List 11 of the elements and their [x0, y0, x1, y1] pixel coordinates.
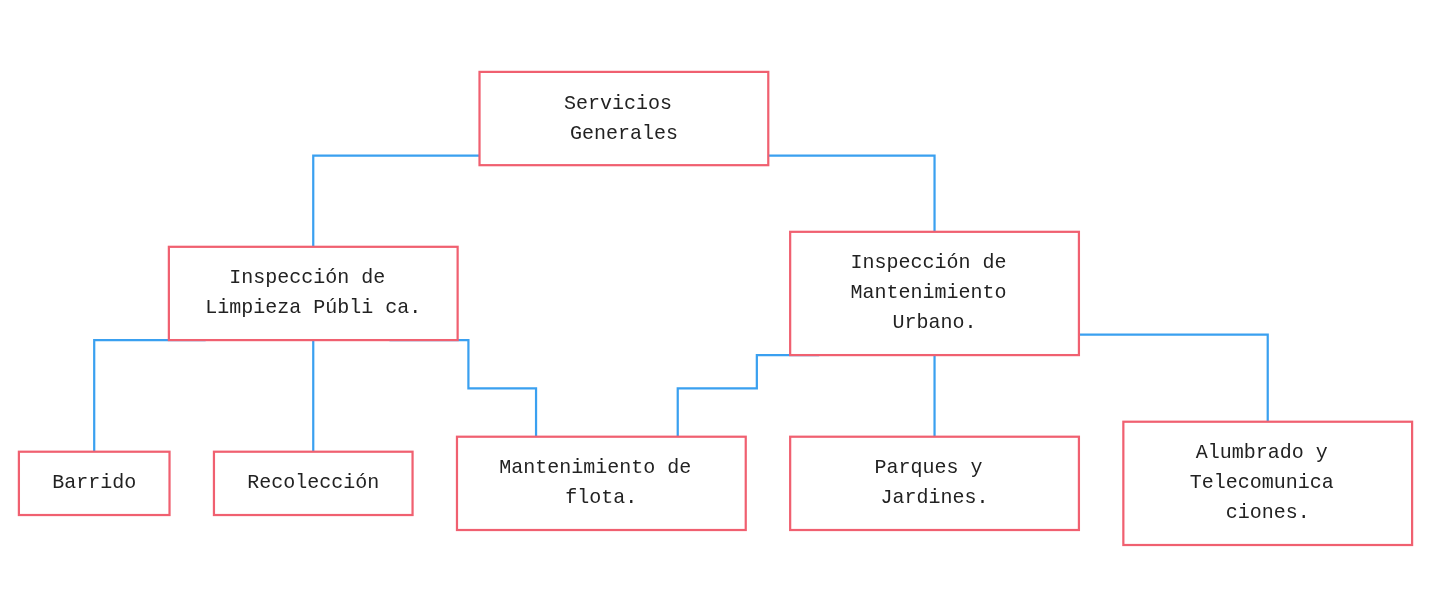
node-box: Recolección	[212, 450, 414, 516]
node-box: Inspección de Mantenimiento Urbano.	[789, 230, 1081, 356]
node-box: Mantenimiento de flota.	[455, 435, 747, 531]
connector	[1078, 333, 1269, 422]
node-box: Inspección de Limpieza Públi ca.	[167, 245, 459, 341]
connector	[768, 154, 936, 232]
connector	[312, 154, 480, 247]
node-box: Parques y Jardines.	[789, 435, 1081, 531]
node-box: Servicios Generales	[478, 70, 770, 166]
node-box: Barrido	[17, 450, 171, 516]
node-box: Alumbrado y Telecomunica ciones.	[1122, 420, 1414, 546]
